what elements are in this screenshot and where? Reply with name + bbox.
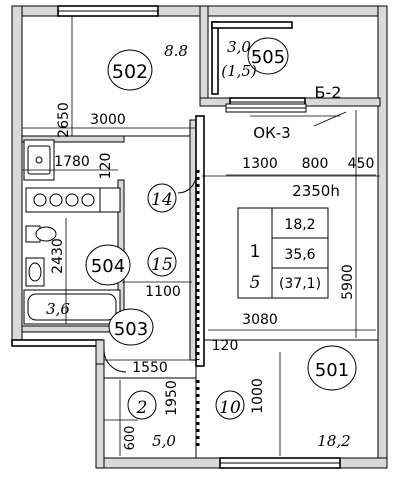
- marker-2: 2: [136, 398, 148, 418]
- dim-120-mid: 120: [212, 338, 239, 354]
- dim-5900: 5900: [340, 264, 356, 300]
- balcony-window: [225, 103, 307, 113]
- summary-living-area: 18,2: [284, 217, 315, 233]
- room-501: 501: [315, 360, 349, 381]
- dim-2430: 2430: [50, 238, 66, 274]
- dim-800: 800: [302, 156, 329, 172]
- marker-15: 15: [151, 255, 173, 275]
- bathroom-fixtures: [23, 225, 121, 325]
- kitchen-fixtures: [23, 139, 121, 213]
- summary-rooms-count: 1: [250, 242, 261, 262]
- room-502: 502: [112, 61, 148, 83]
- balcony-505: [199, 5, 381, 107]
- dim-1100: 1100: [145, 284, 181, 300]
- room-505: 505: [251, 47, 285, 68]
- dim-450: 450: [348, 156, 375, 172]
- dim-3000: 3000: [90, 112, 126, 128]
- dim-1300: 1300: [242, 156, 278, 172]
- area-502: 8.8: [164, 42, 188, 60]
- window-label: ОК-3: [253, 124, 290, 142]
- dim-2650: 2650: [56, 102, 72, 138]
- dim-1000: 1000: [250, 378, 266, 414]
- summary-total-area: 35,6: [284, 247, 315, 263]
- room-circles: [85, 37, 357, 420]
- dim-120-top: 120: [98, 153, 114, 180]
- balcony-label: Б-2: [315, 83, 342, 102]
- dimension-lines: [22, 16, 380, 456]
- dim-1550: 1550: [132, 360, 168, 376]
- marker-14: 14: [151, 190, 173, 210]
- area-505-main: 3,0: [227, 38, 251, 56]
- area-504: 3,6: [46, 300, 70, 318]
- summary-floor: 5: [250, 273, 261, 293]
- info-box: [237, 207, 329, 299]
- dim-1950: 1950: [164, 380, 180, 416]
- area-501: 18,2: [317, 432, 350, 450]
- summary-total-area-balcony: (37,1): [279, 276, 321, 292]
- outer-walls: [11, 5, 388, 469]
- door-swings: [103, 174, 197, 373]
- ceiling-height: 2350h: [292, 182, 340, 200]
- dim-1780: 1780: [54, 154, 90, 170]
- marker-10: 10: [219, 398, 241, 418]
- dim-600: 600: [123, 426, 138, 451]
- area-kitchen: 5,0: [152, 432, 176, 450]
- dim-3080: 3080: [242, 312, 278, 328]
- area-505-reduced: (1,5): [221, 62, 257, 80]
- room-504: 504: [91, 256, 125, 277]
- room-503: 503: [114, 319, 148, 340]
